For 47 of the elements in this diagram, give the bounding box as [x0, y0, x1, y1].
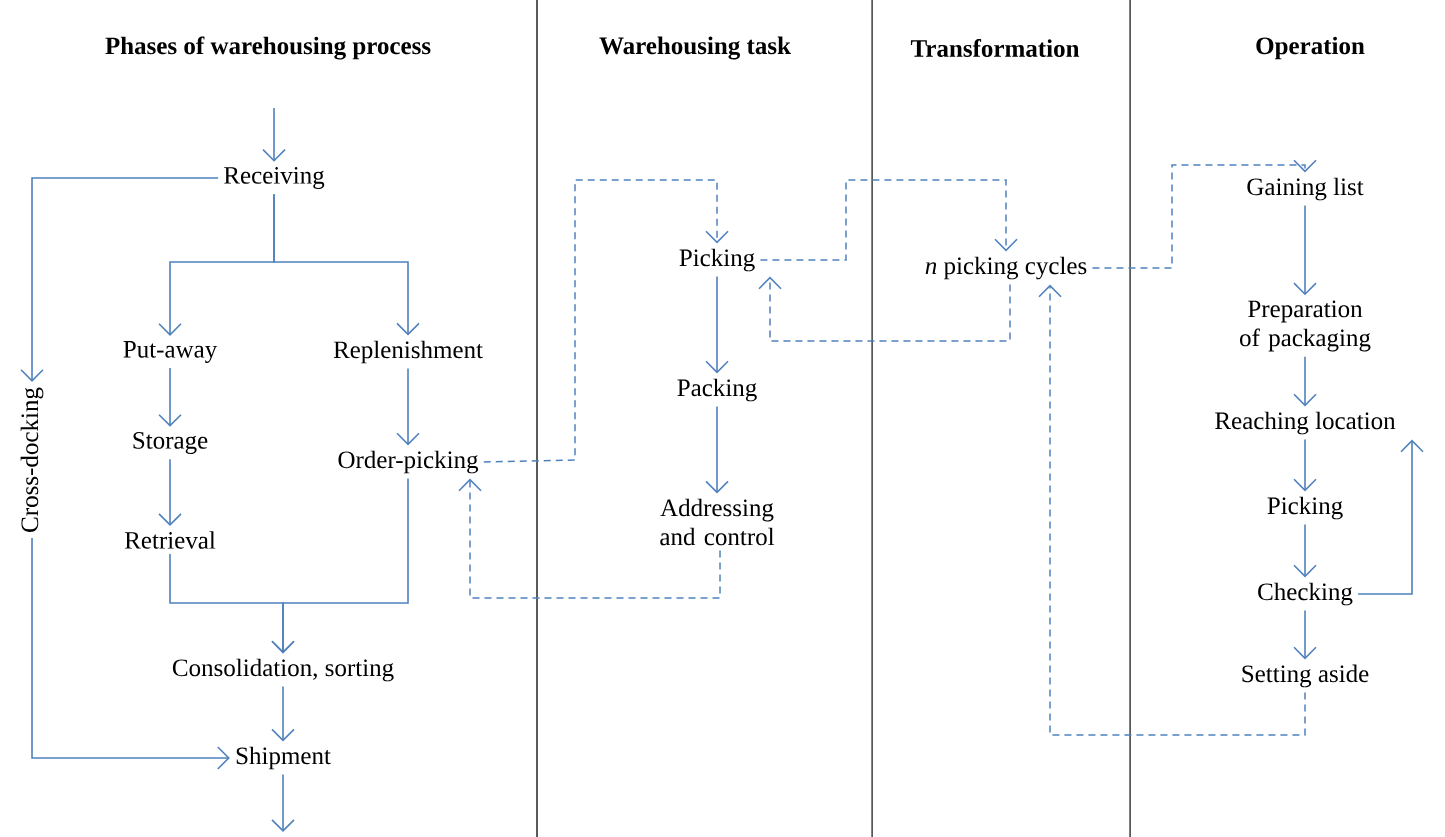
- arrow: [31, 537, 230, 770]
- arrow: [758, 276, 1011, 342]
- arrow: [20, 177, 219, 382]
- arrow: [271, 773, 295, 832]
- arrow: [158, 458, 182, 526]
- arrow: [1293, 204, 1317, 296]
- step-label: n picking cycles: [925, 256, 1087, 280]
- column-heading: Operation: [1256, 36, 1365, 60]
- step-label: Storage: [133, 432, 208, 454]
- arrow: [158, 367, 182, 427]
- step-label: Addressing and control: [660, 498, 775, 546]
- arrow: [1293, 355, 1317, 407]
- step-label: Consolidation, sorting: [172, 658, 394, 682]
- arrow: [1293, 523, 1317, 578]
- arrow: [1293, 438, 1317, 492]
- arrow: [705, 405, 729, 494]
- step-label: Order-picking: [338, 450, 479, 474]
- step-label: Packing: [677, 378, 757, 402]
- arrow: [483, 179, 729, 463]
- column-heading: Phases of warehousing process: [105, 36, 431, 60]
- arrow: [1091, 159, 1317, 269]
- step-label: Cross-docking: [20, 387, 44, 532]
- step-label: Preparation of packaging: [1240, 300, 1371, 352]
- column-heading: Transformation: [910, 39, 1080, 57]
- arrow: [273, 193, 420, 336]
- arrow: [271, 685, 295, 742]
- step-label: Shipment: [236, 746, 331, 770]
- arrow: [396, 367, 420, 446]
- arrow: [705, 275, 729, 374]
- step-label: Checking: [1258, 582, 1353, 606]
- arrow: [759, 179, 1018, 261]
- arrow: [1038, 284, 1306, 736]
- step-label: Receiving: [224, 167, 325, 189]
- arrow: [458, 478, 721, 599]
- arrow: [262, 107, 286, 162]
- step-label: Replenishment: [333, 340, 483, 364]
- step-label: Picking: [679, 248, 755, 272]
- step-label: Picking: [1267, 496, 1343, 520]
- step-label: Retrieval: [124, 531, 216, 549]
- column-heading: Warehousing task: [599, 36, 791, 60]
- step-label: Reaching location: [1215, 411, 1396, 435]
- step-label: Gaining list: [1247, 177, 1364, 201]
- arrow: [1357, 439, 1424, 595]
- step-label: Put-away: [123, 341, 218, 363]
- arrow: [1293, 609, 1317, 660]
- step-label: Setting aside: [1242, 664, 1369, 688]
- arrow: [271, 477, 409, 654]
